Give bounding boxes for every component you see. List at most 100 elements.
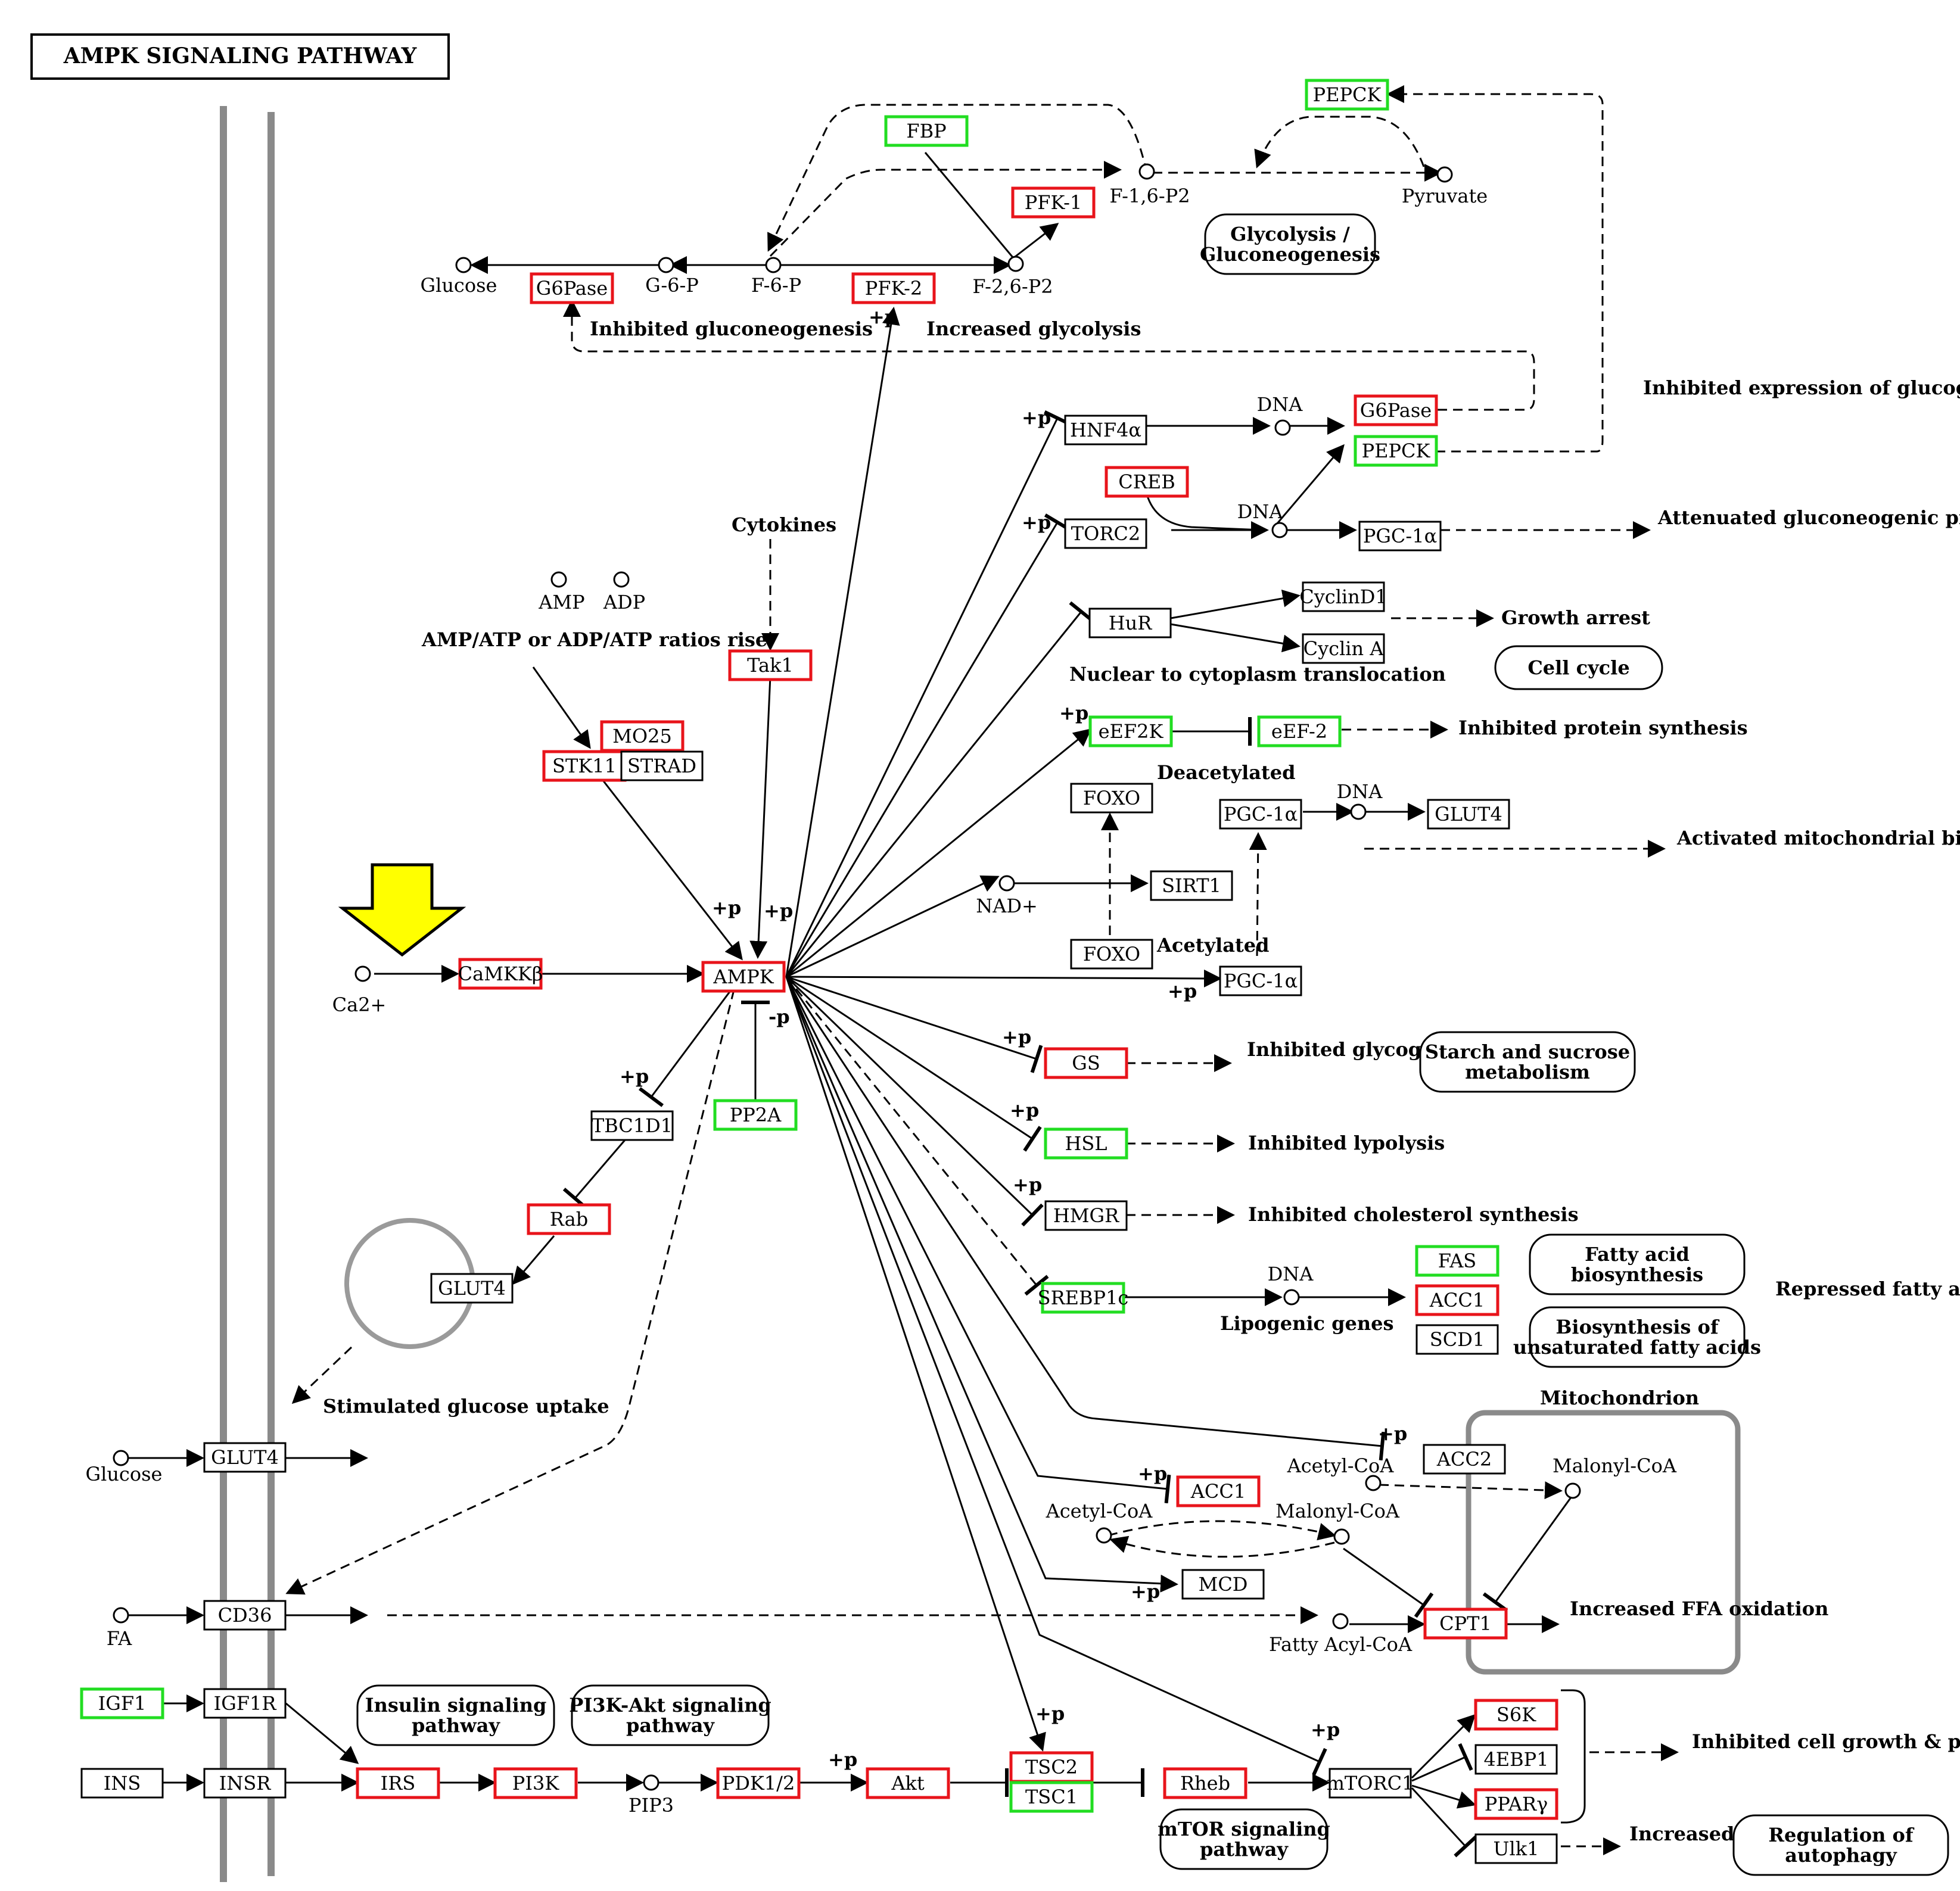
gene-node-insr[interactable]: INSR — [203, 1768, 287, 1799]
gene-node-igf1[interactable]: IGF1 — [80, 1687, 164, 1719]
gene-node-cpt1[interactable]: CPT1 — [1423, 1607, 1508, 1640]
compound-adp[interactable]: ADP — [603, 571, 645, 613]
gene-node-hnf4[interactable]: HNF4α — [1064, 415, 1147, 446]
gene-node-mtorc1[interactable]: mTORC1 — [1327, 1768, 1414, 1799]
pathway-link-glyco[interactable]: Glycolysis /Gluconeogenesis — [1200, 213, 1380, 275]
gene-node-tsc1[interactable]: TSC1 — [1009, 1781, 1094, 1813]
gene-node-s6k[interactable]: S6K — [1474, 1699, 1558, 1731]
gene-node-camkk[interactable]: CaMKKβ — [458, 958, 543, 990]
compound-f16p2[interactable]: F-1,6-P2 — [1109, 163, 1190, 207]
gene-box — [203, 1600, 287, 1631]
gene-node-eef2k[interactable]: eEF2K — [1088, 715, 1173, 747]
gene-node-pfk2[interactable]: PFK-2 — [851, 272, 936, 304]
gene-node-foxo2[interactable]: FOXO — [1070, 939, 1153, 970]
gene-node-akt[interactable]: Akt — [866, 1767, 950, 1799]
gene-node-ulk1[interactable]: Ulk1 — [1474, 1833, 1558, 1864]
gene-node-pgc3[interactable]: PGC-1α — [1219, 965, 1302, 996]
gene-node-pgc2[interactable]: PGC-1α — [1219, 799, 1302, 830]
gene-node-cycd1[interactable]: CyclinD1 — [1299, 581, 1387, 612]
gene-node-strad[interactable]: STRAD — [620, 750, 704, 781]
gene-node-srebp[interactable]: SREBP1c — [1038, 1282, 1129, 1314]
gene-node-stk11[interactable]: STK11 — [542, 750, 627, 782]
compound-mcoa2[interactable]: Malonyl-CoA — [1275, 1500, 1400, 1545]
compound-pip3[interactable]: PIP3 — [629, 1774, 674, 1817]
compound-dna3[interactable]: DNA — [1337, 780, 1383, 820]
gene-node-hsl[interactable]: HSL — [1044, 1127, 1128, 1160]
compound-glc2[interactable]: Glucose — [86, 1450, 163, 1485]
compound-ca[interactable]: Ca2+ — [332, 965, 387, 1016]
gene-node-tbc[interactable]: TBC1D1 — [590, 1110, 674, 1141]
gene-node-mcd[interactable]: MCD — [1181, 1569, 1265, 1600]
gene-node-g6pase2[interactable]: G6Pase — [1354, 394, 1438, 426]
compound-fa[interactable]: FA — [107, 1607, 132, 1650]
compound-circle — [550, 571, 567, 588]
gene-node-gs[interactable]: GS — [1044, 1047, 1128, 1079]
gene-node-glut4b[interactable]: GLUT4 — [1427, 799, 1510, 830]
pathway-link-cellcycle[interactable]: Cell cycle — [1494, 645, 1663, 690]
gene-node-pdk[interactable]: PDK1/2 — [716, 1767, 801, 1799]
gene-node-cyca[interactable]: Cyclin A — [1302, 633, 1385, 664]
compound-g6p[interactable]: G-6-P — [645, 257, 699, 297]
compound-f6p[interactable]: F-6-P — [751, 257, 801, 297]
gene-node-eef2[interactable]: eEF-2 — [1257, 715, 1342, 747]
gene-node-ppar[interactable]: PPARγ — [1474, 1788, 1558, 1820]
gene-node-tak1[interactable]: Tak1 — [728, 649, 813, 681]
gene-node-fbp[interactable]: FBP — [884, 115, 969, 147]
gene-node-4ebp1[interactable]: 4EBP1 — [1474, 1744, 1558, 1775]
gene-node-igf1r[interactable]: IGF1R — [203, 1688, 287, 1719]
gene-node-cd36[interactable]: CD36 — [203, 1600, 287, 1631]
gene-node-fas[interactable]: FAS — [1415, 1245, 1499, 1277]
gene-node-pfk1[interactable]: PFK-1 — [1011, 186, 1096, 219]
gene-node-pepck1[interactable]: PEPCK — [1305, 79, 1389, 111]
gene-node-hmgr[interactable]: HMGR — [1044, 1200, 1128, 1231]
gene-node-rab[interactable]: Rab — [527, 1203, 611, 1235]
gene-node-acc1a[interactable]: ACC1 — [1415, 1284, 1499, 1316]
gene-node-pgc1[interactable]: PGC-1α — [1358, 521, 1442, 552]
compound-dna1[interactable]: DNA — [1257, 393, 1303, 436]
compound-faco[interactable]: Fatty Acyl-CoA — [1269, 1613, 1413, 1656]
gene-node-torc2[interactable]: TORC2 — [1064, 518, 1147, 549]
gene-node-mo25[interactable]: MO25 — [600, 720, 685, 752]
compound-mcoa1[interactable]: Malonyl-CoA — [1553, 1454, 1677, 1499]
compound-nad[interactable]: NAD+ — [976, 875, 1038, 917]
gene-node-foxo1[interactable]: FOXO — [1070, 783, 1153, 814]
gene-node-pi3k[interactable]: PI3K — [493, 1767, 578, 1799]
gene-node-sirt1[interactable]: SIRT1 — [1150, 870, 1233, 901]
compound-dna4[interactable]: DNA — [1268, 1263, 1314, 1306]
gene-label: CaMKKβ — [458, 962, 543, 985]
gene-node-glut4m[interactable]: GLUT4 — [203, 1442, 287, 1473]
compound-acoa2[interactable]: Acetyl-CoA — [1046, 1500, 1153, 1544]
compound-glc1[interactable]: Glucose — [421, 257, 497, 297]
gene-node-tsc2[interactable]: TSC2 — [1009, 1751, 1094, 1783]
compound-acoa1[interactable]: Acetyl-CoA — [1287, 1454, 1395, 1491]
gene-node-rheb[interactable]: Rheb — [1163, 1767, 1247, 1799]
compound-f26p2[interactable]: F-2,6-P2 — [972, 256, 1053, 298]
gene-node-creb[interactable]: CREB — [1105, 466, 1189, 498]
compound-pyr[interactable]: Pyruvate — [1402, 166, 1488, 207]
gene-node-pp2a[interactable]: PP2A — [713, 1099, 798, 1131]
compound-dna2[interactable]: DNA — [1237, 500, 1288, 538]
gene-node-irs[interactable]: IRS — [356, 1767, 440, 1799]
gene-node-hur[interactable]: HuR — [1088, 608, 1172, 638]
mod-label: +p — [1059, 702, 1088, 724]
mod-label: +p — [1002, 1026, 1031, 1048]
compound-amp[interactable]: AMP — [538, 571, 585, 613]
gene-node-acc2[interactable]: ACC2 — [1423, 1444, 1506, 1475]
gene-node-ampk[interactable]: AMPK — [701, 961, 786, 993]
gene-node-scd1[interactable]: SCD1 — [1415, 1324, 1499, 1355]
gene-node-pepck2[interactable]: PEPCK — [1354, 435, 1438, 467]
gene-node-glut4v[interactable]: GLUT4 — [430, 1273, 514, 1304]
gene-node-ins[interactable]: INS — [80, 1768, 164, 1799]
gene-box — [1044, 1127, 1128, 1160]
gene-node-acc1b[interactable]: ACC1 — [1176, 1475, 1261, 1507]
note-lipogenic-genes: Lipogenic genes — [1220, 1312, 1394, 1335]
gene-node-g6pase1[interactable]: G6Pase — [530, 272, 614, 304]
